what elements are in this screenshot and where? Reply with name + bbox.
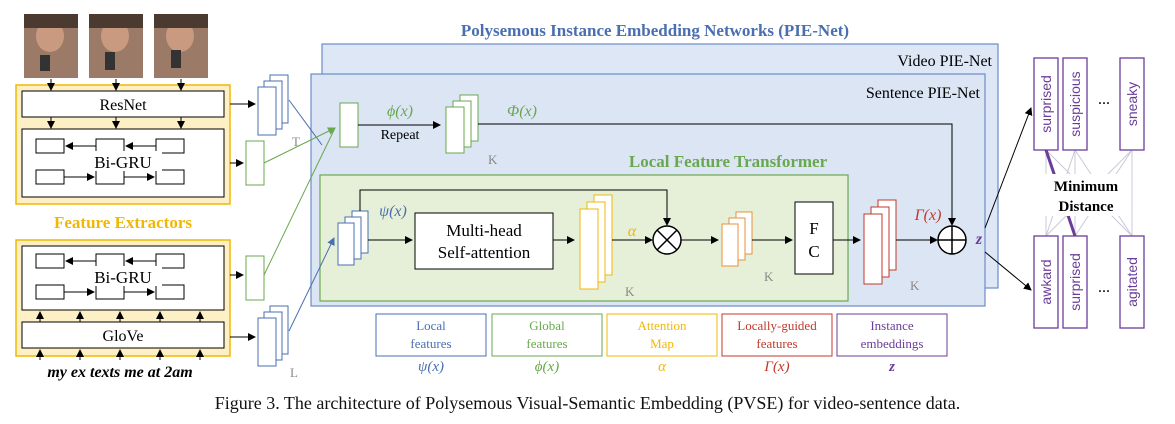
resnet-box — [21, 90, 225, 118]
sum-operator — [937, 225, 967, 255]
alpha-stack — [579, 194, 613, 290]
svg-text:Locally-guided: Locally-guided — [737, 318, 817, 333]
fc-line1: F — [809, 219, 818, 238]
svg-text:Instance: Instance — [870, 318, 914, 333]
ellipsis-top: ... — [1098, 91, 1110, 108]
svg-text:z: z — [888, 359, 895, 375]
svg-text:features: features — [526, 336, 567, 351]
svg-text:Global: Global — [529, 318, 565, 333]
legend-instance: Instance embeddings z — [836, 313, 948, 375]
local-transformer-label: Local Feature Transformer — [629, 152, 828, 171]
video-global-box — [245, 140, 265, 186]
psi-stack — [337, 210, 369, 266]
Phi-to-sum-line — [478, 123, 956, 226]
Phi-stack — [445, 94, 479, 154]
word-bottom-3: agitated — [1124, 257, 1140, 307]
video-pienet-label: Video PIE-Net — [897, 53, 992, 70]
video-bigru-label: Bi-GRU — [94, 153, 152, 172]
video-frames — [24, 14, 208, 78]
feature-extractors-label: Feature Extractors — [54, 213, 192, 232]
bottom-word-boxes — [1033, 235, 1145, 329]
legend-locally-guided: Locally-guided features Γ(x) — [721, 313, 833, 375]
svg-text:α: α — [658, 359, 667, 375]
video-frame-1 — [24, 14, 78, 78]
fc-line2: C — [808, 242, 819, 261]
svg-text:embeddings: embeddings — [861, 336, 924, 351]
legend: Local features ψ(x) Global features ϕ(x)… — [375, 313, 948, 375]
word-top-3: sneaky — [1124, 82, 1140, 126]
ellipsis-bottom: ... — [1098, 279, 1110, 296]
gamma-label: Γ(x) — [914, 207, 942, 224]
video-local-stack — [257, 74, 289, 136]
video-frame-2 — [89, 14, 143, 78]
z-label: z — [975, 231, 983, 248]
Phi-label: Φ(x) — [507, 103, 537, 120]
svg-text:ψ(x): ψ(x) — [418, 359, 444, 375]
alpha-label: α — [628, 223, 637, 240]
figure-caption: Figure 3. The architecture of Polysemous… — [214, 393, 961, 413]
svg-text:Local: Local — [416, 318, 446, 333]
legend-global: Global features ϕ(x) — [491, 313, 603, 375]
svg-text:Γ(x): Γ(x) — [763, 359, 789, 375]
attended-K-label: K — [764, 269, 774, 284]
multihead-line2: Self-attention — [438, 243, 531, 262]
min-distance-line1: Minimum — [1054, 179, 1119, 195]
attended-local-stack — [721, 211, 753, 267]
legend-attention: Attention Map α — [606, 313, 718, 375]
svg-text:Map: Map — [650, 336, 674, 351]
glove-label: GloVe — [103, 328, 144, 345]
phi-box — [339, 102, 359, 148]
multiply-operator — [652, 225, 682, 255]
gamma-stack — [863, 199, 897, 285]
svg-text:Attention: Attention — [637, 318, 687, 333]
glove-box — [21, 321, 225, 349]
fc-box — [794, 201, 834, 275]
alpha-K-label: K — [625, 284, 635, 299]
sentence-local-stack — [257, 305, 289, 367]
Phi-K-label: K — [488, 152, 498, 167]
repeat-label: Repeat — [381, 128, 420, 143]
legend-local: Local features ψ(x) — [375, 313, 487, 375]
multihead-line1: Multi-head — [446, 221, 522, 240]
svg-text:features: features — [756, 336, 797, 351]
gamma-K-label: K — [910, 278, 920, 293]
word-bottom-1: awkard — [1038, 259, 1054, 304]
sentence-global-box — [245, 255, 265, 301]
input-sentence: my ex texts me at 2am — [47, 364, 192, 381]
diagram-title: Polysemous Instance Embedding Networks (… — [461, 21, 849, 40]
min-distance-line2: Distance — [1059, 199, 1114, 215]
video-frame-3 — [154, 14, 208, 78]
video-T-label: T — [292, 134, 300, 149]
phi-label: ϕ(x) — [387, 103, 413, 120]
svg-text:ϕ(x): ϕ(x) — [535, 359, 559, 375]
resnet-label: ResNet — [99, 97, 147, 114]
word-bottom-2: surprised — [1067, 253, 1083, 311]
multihead-attention-box — [414, 212, 554, 270]
word-top-1: surprised — [1038, 75, 1054, 133]
sentence-bigru-label: Bi-GRU — [94, 268, 152, 287]
sentence-L-label: L — [290, 365, 298, 380]
top-word-boxes — [1033, 57, 1145, 151]
sentence-pienet-label: Sentence PIE-Net — [866, 85, 981, 102]
svg-text:features: features — [410, 336, 451, 351]
psi-label: ψ(x) — [379, 203, 407, 220]
word-top-2: suspicious — [1067, 71, 1083, 136]
